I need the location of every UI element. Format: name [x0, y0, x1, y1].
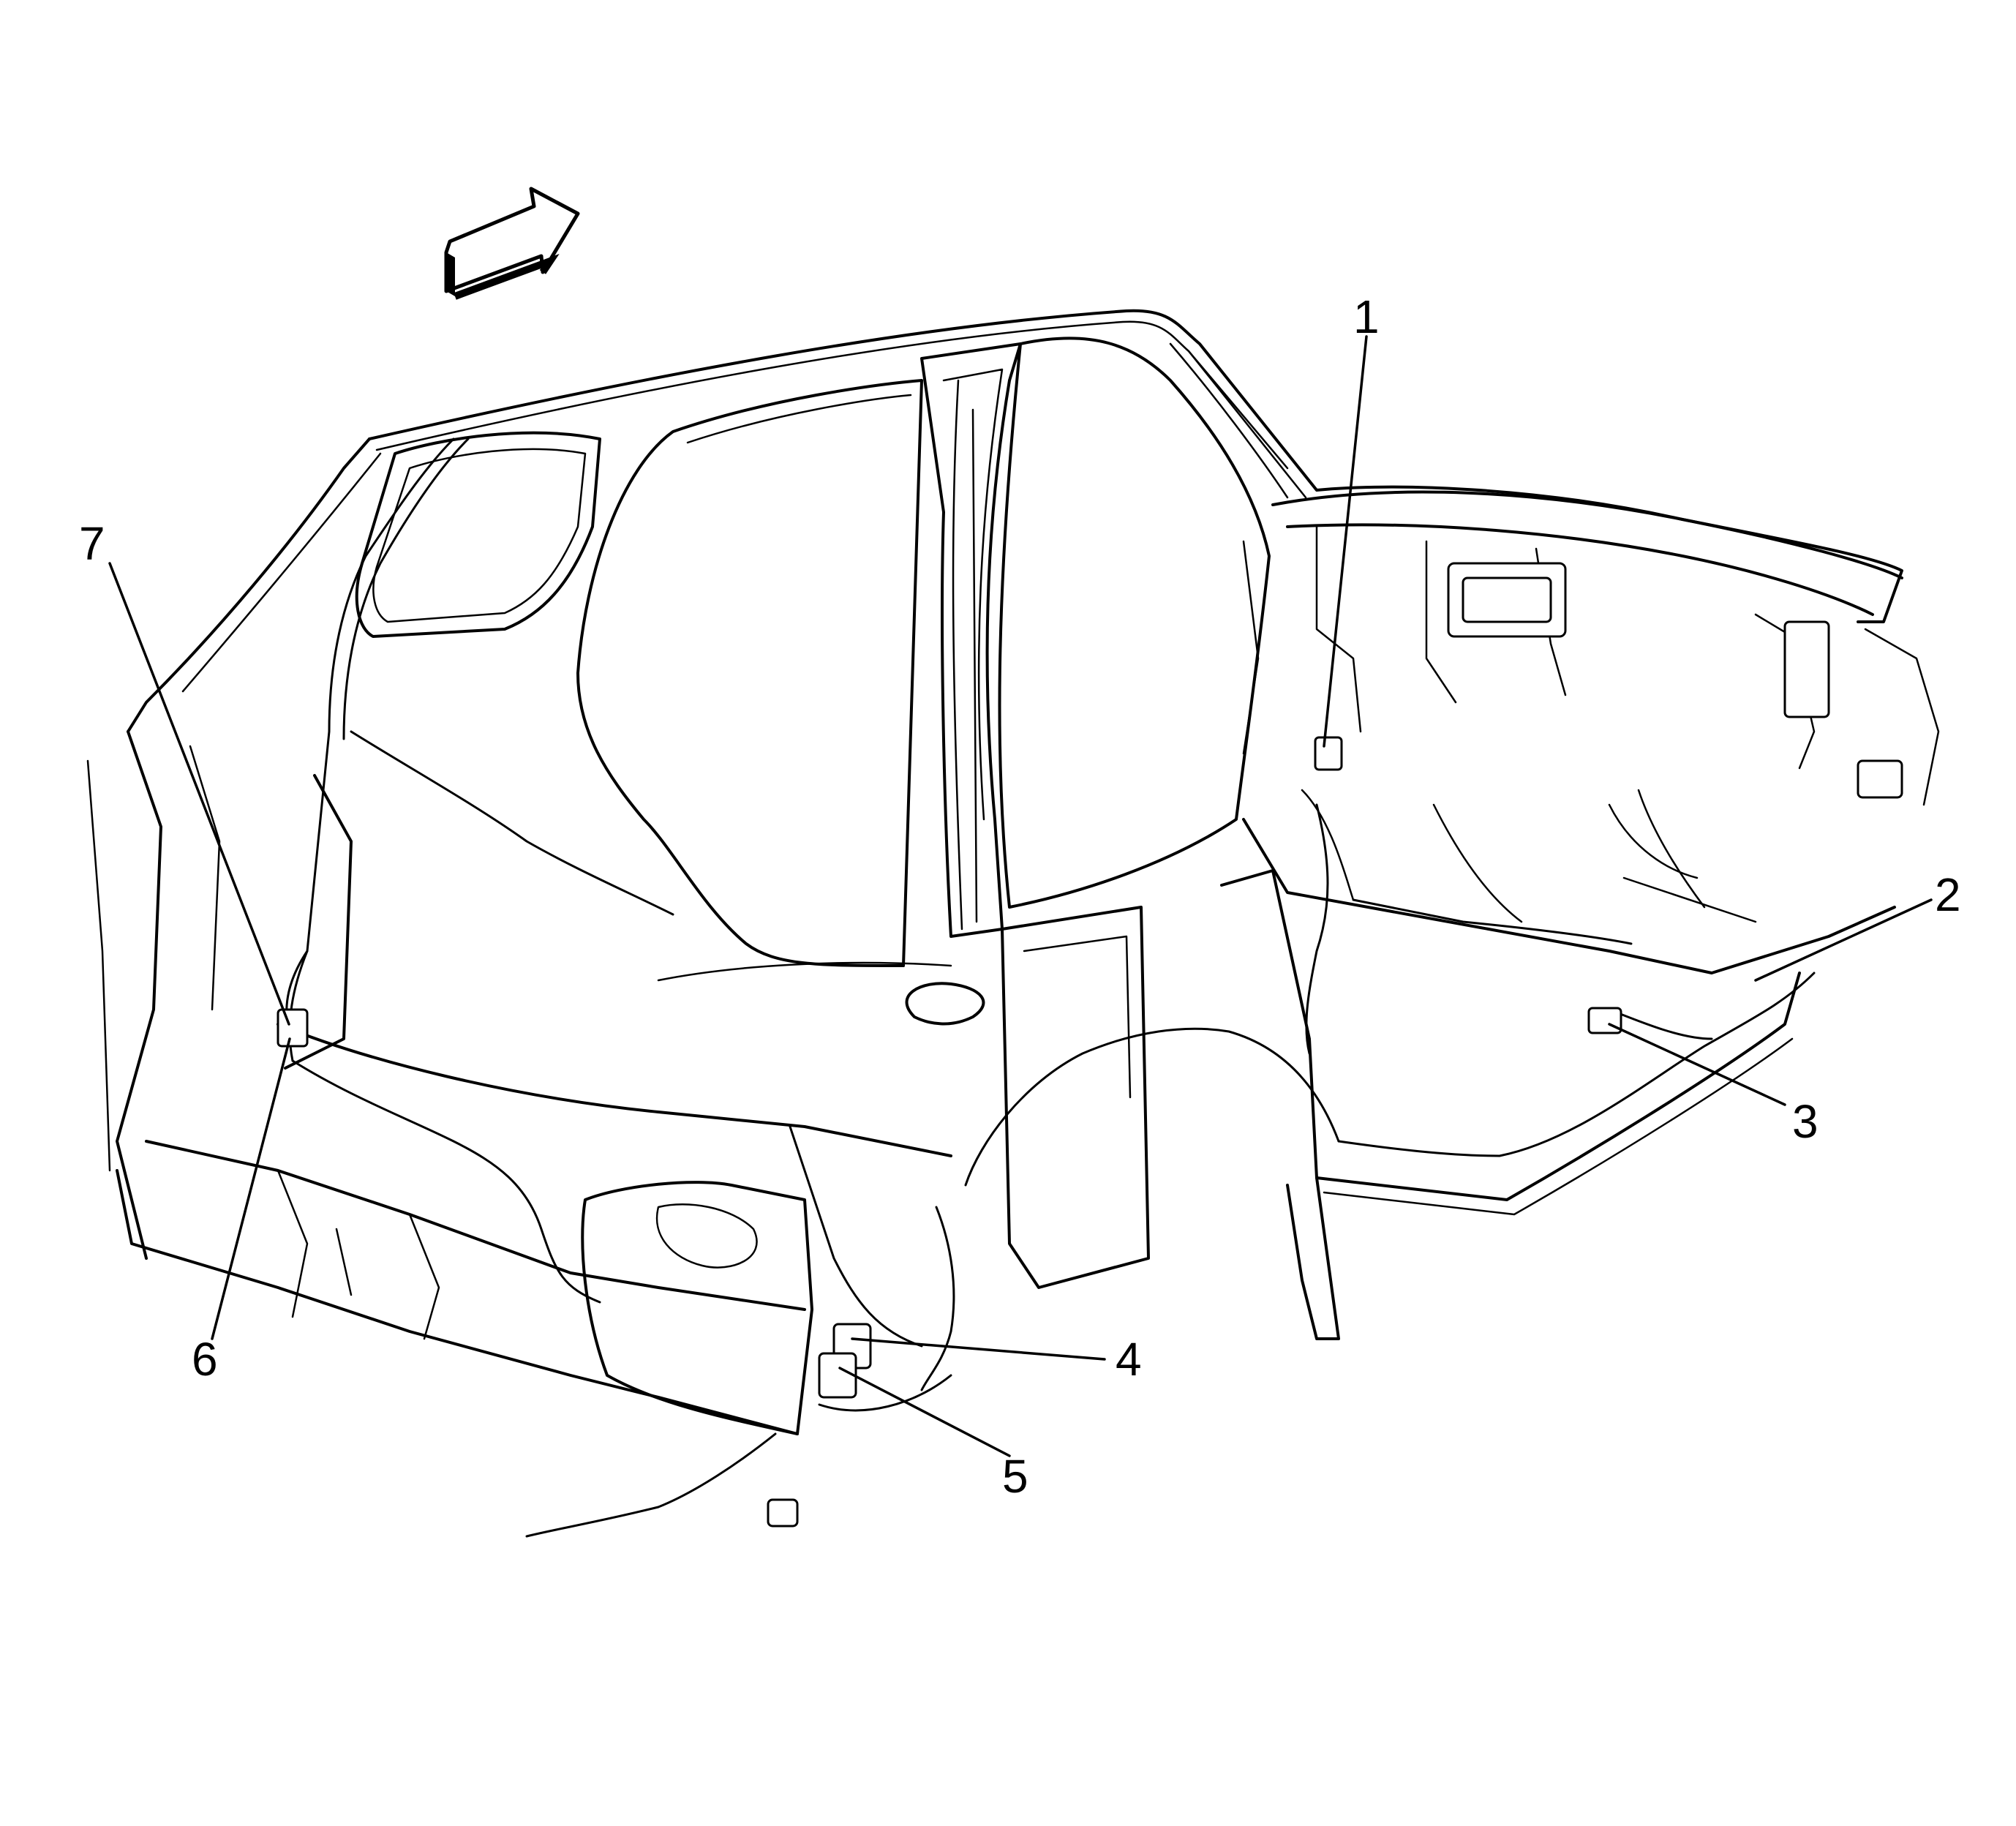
front-door-opening — [998, 337, 1271, 909]
callout-leaders — [108, 335, 1933, 1457]
instrument-panel — [1242, 490, 1940, 806]
side-sill — [1315, 972, 1801, 1216]
a-pillar — [1169, 342, 1289, 499]
callout-5: 5 — [1002, 1450, 1028, 1503]
left-rear-quarter — [86, 730, 353, 1260]
front-floor — [1242, 789, 1896, 974]
roof-outline — [127, 309, 1903, 733]
connector-5 — [818, 1352, 857, 1399]
connector-6 — [277, 1008, 309, 1048]
callout-1: 1 — [1353, 290, 1380, 343]
rear-floor — [277, 961, 985, 1157]
harness-connectors — [277, 736, 1622, 1528]
callout-4: 4 — [1116, 1333, 1142, 1386]
rear-quarter-window — [355, 431, 601, 638]
connector-3 — [1587, 1007, 1622, 1034]
center-support-bracket — [1001, 869, 1340, 1340]
callout-2: 2 — [1935, 868, 1961, 921]
rear-harness-end — [767, 1498, 799, 1528]
front-direction-arrow-icon — [444, 187, 580, 300]
right-rear-inner-panel — [581, 1181, 813, 1435]
connector-1 — [1314, 736, 1343, 771]
callout-6: 6 — [192, 1333, 218, 1386]
callout-7: 7 — [79, 517, 105, 570]
callout-3: 3 — [1792, 1095, 1818, 1148]
wiring-harness — [285, 437, 1816, 1538]
rear-door-opening — [576, 379, 923, 967]
callout-labels: 1 2 3 4 5 6 7 — [79, 290, 1961, 1503]
rear-end-panel — [116, 1140, 806, 1435]
b-pillar — [920, 342, 1022, 938]
